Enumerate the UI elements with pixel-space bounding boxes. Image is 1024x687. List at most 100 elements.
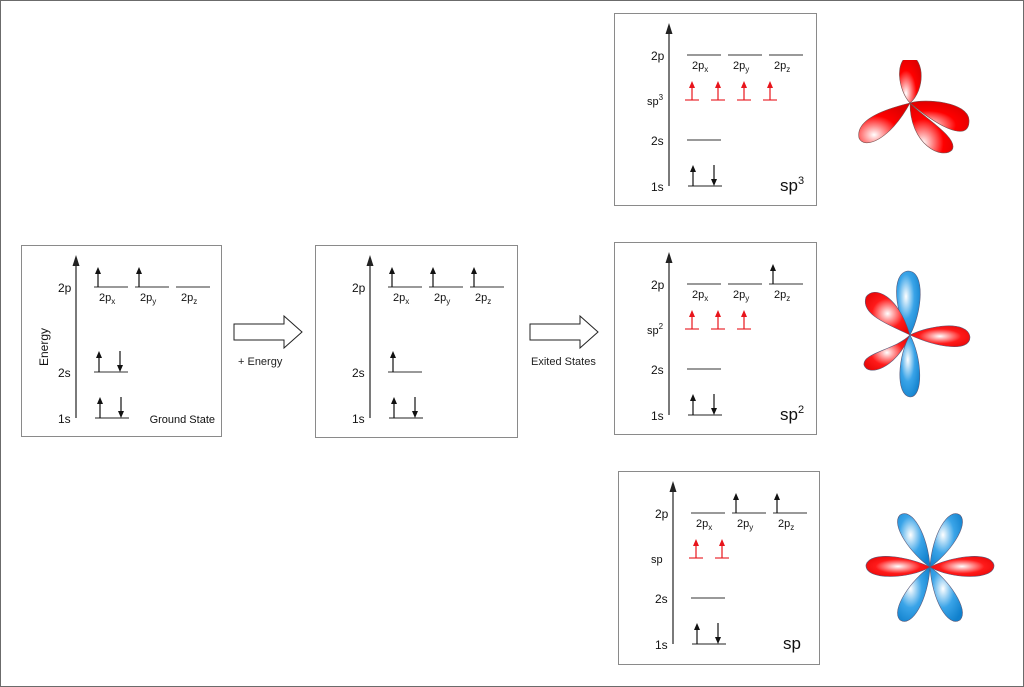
spin-up-arrow-icon bbox=[136, 267, 142, 287]
lobe-red bbox=[863, 334, 911, 371]
level-label-2s: 2s bbox=[651, 134, 664, 148]
axis-arrowhead-icon bbox=[665, 252, 673, 263]
hybrid-orbital bbox=[737, 310, 751, 330]
orbital-2py: 2py bbox=[429, 267, 463, 306]
level-label-2s: 2s bbox=[58, 366, 71, 380]
hybrid-spin-up-arrow-icon bbox=[693, 539, 699, 558]
orbital-1s bbox=[95, 397, 129, 419]
lobe-red bbox=[929, 556, 995, 577]
orbital-label-main: 2p bbox=[434, 292, 446, 304]
orbital-label-2pz: 2pz bbox=[778, 518, 794, 532]
lobe-red bbox=[865, 556, 931, 577]
lobe-blue bbox=[929, 566, 963, 622]
orbital-2s bbox=[388, 351, 422, 373]
hybrid-spin-up-arrow-icon bbox=[715, 81, 721, 100]
spin-up-arrow-icon bbox=[97, 397, 103, 418]
orbital-2px: 2px bbox=[388, 267, 422, 306]
hybrid-orbital bbox=[685, 81, 699, 101]
orbital-label-2pz: 2pz bbox=[475, 292, 491, 306]
caption-main: sp bbox=[780, 405, 798, 424]
hybrid-orbital bbox=[763, 81, 777, 101]
orbital-subscript: x bbox=[708, 523, 712, 532]
level-label-1s: 1s bbox=[352, 412, 365, 426]
level-label-2s: 2s bbox=[651, 363, 664, 377]
level-label-2p: 2p bbox=[58, 281, 72, 295]
orbital-label-main: 2p bbox=[140, 292, 152, 304]
orbital-2px: 2px bbox=[687, 283, 721, 303]
orbital-1s bbox=[688, 165, 722, 187]
level-label-2p: 2p bbox=[651, 49, 665, 63]
level-label-1s: 1s bbox=[651, 409, 664, 423]
hybrid-spin-up-arrow-icon bbox=[689, 310, 695, 329]
orbital-label-main: 2p bbox=[774, 60, 786, 72]
orbital-2px: 2px bbox=[691, 512, 725, 532]
spin-up-arrow-icon bbox=[690, 394, 696, 415]
hybrid-label-text: sp bbox=[651, 554, 663, 566]
hybrid-spin-up-arrow-icon bbox=[719, 539, 725, 558]
spin-up-arrow-icon bbox=[694, 623, 700, 644]
orbital-1s bbox=[692, 623, 726, 645]
orbital-2s bbox=[94, 351, 128, 373]
orbital-2pz: 2pz bbox=[773, 493, 807, 532]
spin-up-arrow-icon bbox=[95, 267, 101, 287]
orbital-2py: 2py bbox=[732, 493, 766, 532]
orbital-2pz: 2pz bbox=[769, 264, 803, 303]
spin-up-arrow-icon bbox=[96, 351, 102, 372]
orbital-label-main: 2p bbox=[696, 518, 708, 530]
orbital-label-2pz: 2pz bbox=[774, 289, 790, 303]
spin-up-arrow-icon bbox=[774, 493, 780, 513]
spin-up-arrow-icon bbox=[690, 165, 696, 186]
level-label-2p: 2p bbox=[655, 507, 669, 521]
hybrid-label-text: sp bbox=[647, 96, 659, 108]
axis-arrowhead-icon bbox=[366, 255, 374, 266]
lobe bbox=[909, 102, 954, 154]
orbital-label-2pz: 2pz bbox=[181, 292, 197, 306]
orbital-label-main: 2p bbox=[733, 60, 745, 72]
orbital-label-2px: 2px bbox=[393, 292, 409, 306]
hybrid-superscript: 3 bbox=[659, 93, 664, 102]
orbital-1s bbox=[389, 397, 423, 419]
lobe-blue bbox=[897, 566, 931, 622]
caption-main: sp bbox=[780, 176, 798, 195]
lobe-blue bbox=[929, 513, 963, 568]
energy-axis bbox=[366, 255, 374, 418]
hybrid-spin-up-arrow-icon bbox=[689, 81, 695, 100]
orbital-subscript: y bbox=[745, 294, 749, 303]
orbital-label-2py: 2py bbox=[733, 289, 749, 303]
hybrid-spin-up-arrow-icon bbox=[715, 310, 721, 329]
orbital-label-main: 2p bbox=[733, 289, 745, 301]
orbital-subscript: x bbox=[704, 65, 708, 74]
hybrid-spin-up-arrow-icon bbox=[741, 310, 747, 329]
orbital-subscript: y bbox=[749, 523, 753, 532]
orbital-label-main: 2p bbox=[475, 292, 487, 304]
energy-axis bbox=[669, 481, 677, 644]
lobe-blue bbox=[897, 513, 931, 568]
level-label-2p: 2p bbox=[352, 281, 366, 295]
orbital-label-2py: 2py bbox=[140, 292, 156, 306]
sp2-orbital-shape bbox=[863, 270, 971, 398]
orbital-label-2px: 2px bbox=[696, 518, 712, 532]
level-label-1s: 1s bbox=[655, 638, 668, 652]
orbital-label-main: 2p bbox=[393, 292, 405, 304]
orbital-label-main: 2p bbox=[737, 518, 749, 530]
orbital-subscript: y bbox=[745, 65, 749, 74]
spin-down-arrow-icon bbox=[412, 397, 418, 418]
lobe bbox=[909, 100, 970, 132]
lobe bbox=[899, 60, 922, 104]
orbital-label-main: 2p bbox=[99, 292, 111, 304]
lobe-blue bbox=[899, 334, 921, 398]
lobe bbox=[858, 102, 911, 144]
caption-superscript: 2 bbox=[798, 404, 804, 416]
hybrid-orbital bbox=[737, 81, 751, 101]
orbital-label-main: 2p bbox=[692, 289, 704, 301]
orbital-2py: 2py bbox=[728, 54, 762, 74]
spin-down-arrow-icon bbox=[715, 623, 721, 644]
orbital-label-2pz: 2pz bbox=[774, 60, 790, 74]
orbital-label-2py: 2py bbox=[737, 518, 753, 532]
